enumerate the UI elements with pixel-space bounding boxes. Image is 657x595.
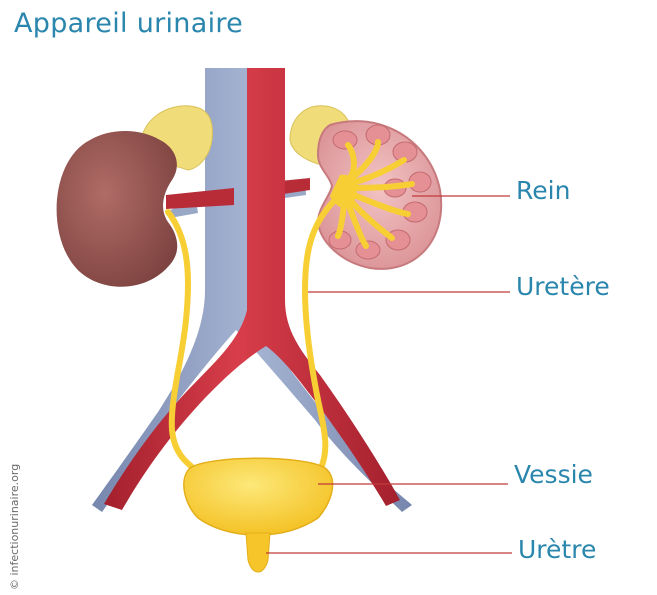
label-uretre: Urètre bbox=[518, 535, 596, 564]
label-uretere: Uretère bbox=[516, 272, 610, 301]
label-rein: Rein bbox=[516, 176, 570, 205]
copyright-notice: © infectionurinaire.org bbox=[8, 464, 21, 590]
left-kidney bbox=[57, 131, 178, 287]
label-vessie: Vessie bbox=[514, 460, 593, 489]
right-kidney-section bbox=[318, 121, 441, 269]
bladder bbox=[184, 458, 333, 535]
